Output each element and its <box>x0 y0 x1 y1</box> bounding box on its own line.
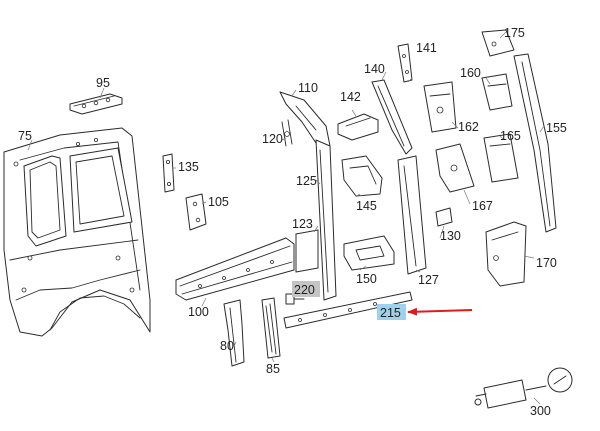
label-300[interactable]: 300 <box>530 404 551 418</box>
label-145[interactable]: 145 <box>356 199 377 213</box>
part-140-pillar[interactable] <box>371 79 413 155</box>
label-142[interactable]: 142 <box>340 90 361 104</box>
part-135-plate[interactable] <box>162 153 175 193</box>
label-215[interactable]: 215 <box>380 306 401 320</box>
label-135[interactable]: 135 <box>178 160 199 174</box>
part-300-sealant-kit[interactable] <box>474 367 573 409</box>
label-105[interactable]: 105 <box>208 195 229 209</box>
label-155[interactable]: 155 <box>546 121 567 135</box>
part-85-bracket[interactable] <box>261 297 281 359</box>
label-170[interactable]: 170 <box>536 256 557 270</box>
part-110-pillar[interactable] <box>279 91 337 301</box>
part-80-bracket[interactable] <box>223 299 245 367</box>
part-215-sill[interactable] <box>283 291 413 329</box>
part-141-bracket[interactable] <box>397 43 413 83</box>
label-127[interactable]: 127 <box>418 273 439 287</box>
label-95[interactable]: 95 <box>96 76 110 90</box>
part-170-bracket[interactable] <box>485 221 527 287</box>
label-150[interactable]: 150 <box>356 272 377 286</box>
part-162-bracket[interactable] <box>423 81 457 133</box>
part-165-bracket[interactable] <box>483 133 519 183</box>
label-80[interactable]: 80 <box>220 339 234 353</box>
part-labels: 75 80 85 95 100 105 110 120 123 125 127 … <box>18 26 567 418</box>
part-100-rail[interactable] <box>175 237 295 301</box>
part-220-bolt[interactable] <box>285 293 305 305</box>
leader-lines <box>27 31 545 405</box>
label-123[interactable]: 123 <box>292 217 313 231</box>
label-220[interactable]: 220 <box>294 283 315 297</box>
part-160-bracket[interactable] <box>481 73 513 111</box>
label-140[interactable]: 140 <box>364 62 385 76</box>
part-120-clip[interactable] <box>281 119 293 147</box>
part-75-side-panel[interactable] <box>3 127 151 337</box>
part-127-pillar[interactable] <box>397 155 427 275</box>
label-175[interactable]: 175 <box>504 26 525 40</box>
selection-arrow <box>407 307 473 316</box>
part-95-bracket[interactable] <box>69 93 123 115</box>
part-145-bracket[interactable] <box>341 155 383 197</box>
label-120[interactable]: 120 <box>262 132 283 146</box>
label-165[interactable]: 165 <box>500 129 521 143</box>
part-155-pillar[interactable] <box>513 53 557 233</box>
label-167[interactable]: 167 <box>472 199 493 213</box>
part-220-highlight <box>292 281 320 297</box>
part-150-plate[interactable] <box>343 235 395 271</box>
label-130[interactable]: 130 <box>440 229 461 243</box>
label-125[interactable]: 125 <box>296 174 317 188</box>
label-141[interactable]: 141 <box>416 41 437 55</box>
part-215-highlight <box>377 304 406 320</box>
part-175-bracket[interactable] <box>481 29 515 57</box>
part-123-plate[interactable] <box>295 229 319 273</box>
part-130-plate[interactable] <box>435 207 453 227</box>
label-85[interactable]: 85 <box>266 362 280 376</box>
part-105-plate[interactable] <box>185 193 207 231</box>
part-142-bracket[interactable] <box>337 113 379 141</box>
label-75[interactable]: 75 <box>18 129 32 143</box>
label-160[interactable]: 160 <box>460 66 481 80</box>
label-162[interactable]: 162 <box>458 120 479 134</box>
label-110[interactable]: 110 <box>298 81 318 95</box>
part-167-bracket[interactable] <box>435 143 475 193</box>
label-100[interactable]: 100 <box>188 305 209 319</box>
